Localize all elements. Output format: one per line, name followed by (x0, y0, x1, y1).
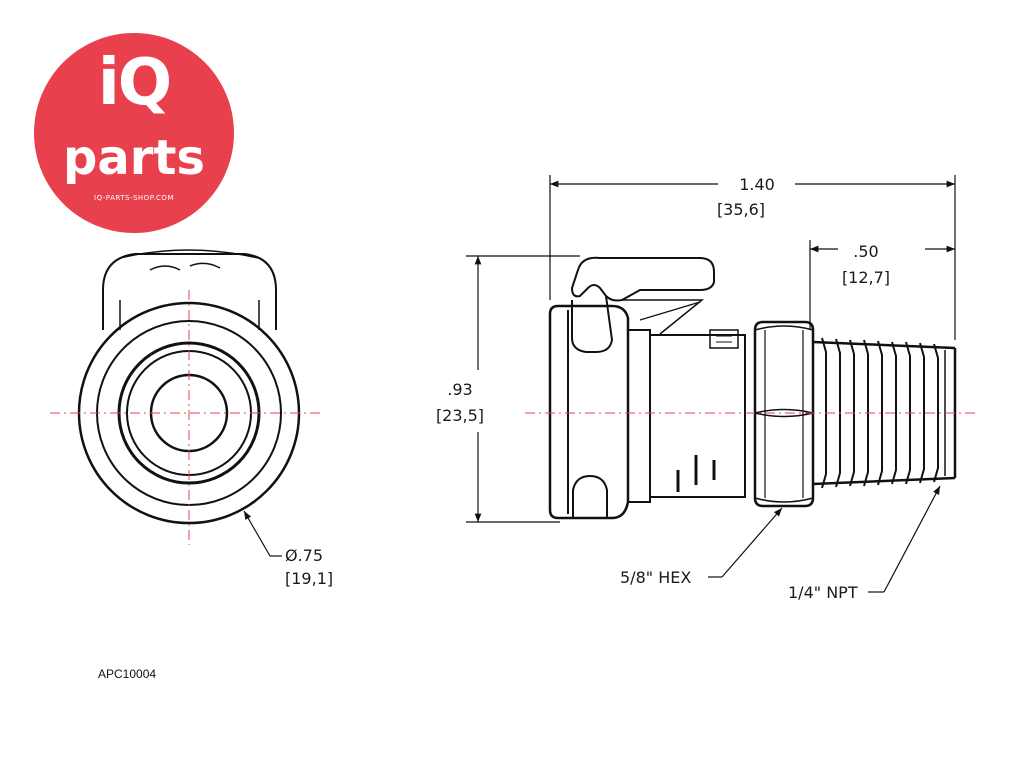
overall-length-dimension (549, 175, 956, 340)
hex-callout-leader (708, 507, 783, 578)
front-view-centerlines (50, 290, 320, 545)
height-mm: [23,5] (436, 406, 484, 425)
logo-brand-top: iQ (97, 46, 172, 120)
diameter-leader (243, 510, 282, 557)
thread-length-inch: .50 (853, 242, 878, 261)
overall-length-inch: 1.40 (739, 175, 775, 194)
thread-length-mm: [12,7] (842, 268, 890, 287)
height-dimension (466, 255, 580, 523)
hex-callout: 5/8" HEX (620, 568, 691, 587)
part-code: APC10004 (98, 667, 157, 681)
npt-callout: 1/4" NPT (788, 583, 858, 602)
diameter-dimension-mm: [19,1] (285, 569, 333, 588)
iq-parts-logo: iQ parts IQ-PARTS-SHOP.COM (34, 33, 234, 233)
logo-brand-bottom: parts (63, 130, 205, 186)
npt-callout-leader (868, 485, 941, 593)
thread-length-dimension (809, 240, 955, 330)
height-inch: .93 (447, 380, 472, 399)
logo-website: IQ-PARTS-SHOP.COM (94, 194, 174, 202)
diameter-dimension-inch: Ø.75 (285, 546, 323, 565)
overall-length-mm: [35,6] (717, 200, 765, 219)
